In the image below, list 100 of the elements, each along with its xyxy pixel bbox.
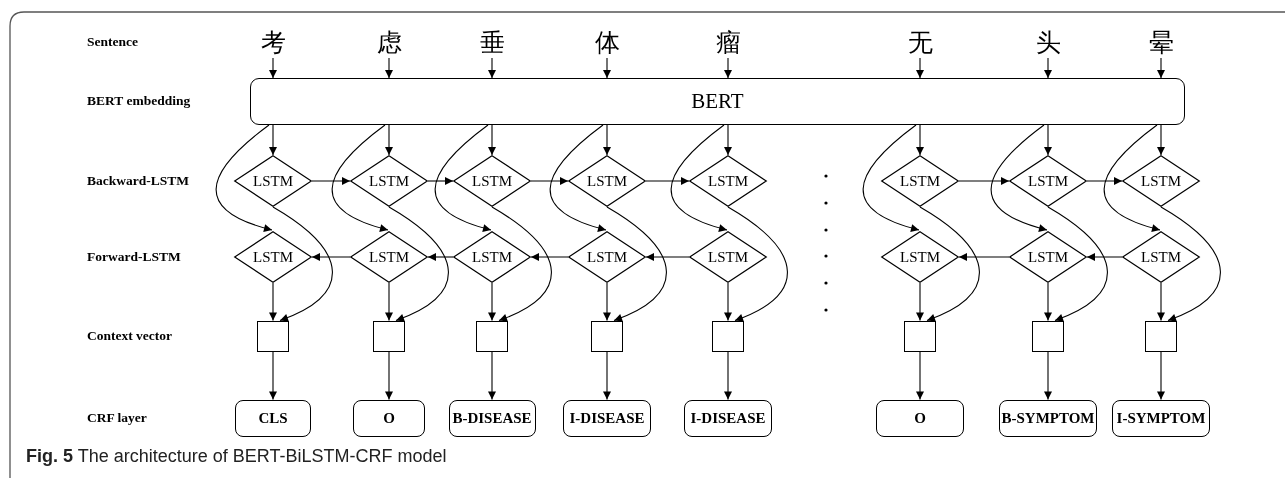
arrow xyxy=(645,253,690,261)
arrow xyxy=(603,282,611,322)
arrow xyxy=(862,124,920,232)
arrow xyxy=(603,57,611,79)
vector-box xyxy=(373,320,405,352)
arrow xyxy=(385,350,393,401)
lstm-diamond: LSTM xyxy=(350,231,428,283)
arrow xyxy=(491,206,552,322)
arrow xyxy=(311,177,351,185)
vector-box xyxy=(712,320,744,352)
arrow xyxy=(385,124,393,156)
arrow xyxy=(1047,206,1108,322)
arrow xyxy=(311,253,351,261)
tag-box: B-SYMPTOM xyxy=(999,399,1097,437)
arrow xyxy=(1157,282,1165,322)
arrow xyxy=(727,206,788,322)
arrow xyxy=(215,124,273,232)
vector-box xyxy=(591,320,623,352)
arrow xyxy=(724,350,732,401)
lstm-diamond: LSTM xyxy=(1009,231,1087,283)
tag-box: O xyxy=(353,399,425,437)
token-text: 体 xyxy=(592,26,622,58)
arrow xyxy=(919,206,980,322)
bert-box: BERT xyxy=(250,78,1185,125)
vector-box xyxy=(1032,320,1064,352)
arrow xyxy=(603,124,611,156)
arrow xyxy=(1157,350,1165,401)
arrow xyxy=(1157,57,1165,79)
row-label: Backward-LSTM xyxy=(87,173,189,189)
arrow xyxy=(272,206,333,322)
vector-box xyxy=(476,320,508,352)
lstm-diamond: LSTM xyxy=(689,155,767,207)
token-text: 虑 xyxy=(374,26,404,58)
arrow xyxy=(724,282,732,322)
arrow xyxy=(916,350,924,401)
arrow xyxy=(1103,124,1161,232)
row-label: Context vector xyxy=(87,328,173,344)
arrow xyxy=(385,282,393,322)
arrow xyxy=(269,57,277,79)
arrow xyxy=(606,206,667,322)
arrow xyxy=(1044,57,1052,79)
lstm-diamond: LSTM xyxy=(350,155,428,207)
lstm-diamond: LSTM xyxy=(234,231,312,283)
lstm-diamond: LSTM xyxy=(453,155,531,207)
arrow xyxy=(724,57,732,79)
arrow xyxy=(1044,350,1052,401)
arrow xyxy=(1086,253,1123,261)
arrow xyxy=(645,177,690,185)
tag-box: B-DISEASE xyxy=(448,399,536,437)
lstm-diamond: LSTM xyxy=(881,231,959,283)
arrow xyxy=(530,177,569,185)
arrow xyxy=(434,124,492,232)
arrow xyxy=(958,177,1010,185)
arrow xyxy=(724,124,732,156)
token-text: 考 xyxy=(258,26,288,58)
arrow xyxy=(427,253,454,261)
arrow xyxy=(958,253,1010,261)
arrow xyxy=(549,124,607,232)
arrow xyxy=(488,350,496,401)
row-label: BERT embedding xyxy=(87,93,191,109)
vector-box xyxy=(1145,320,1177,352)
arrow xyxy=(269,350,277,401)
arrow xyxy=(427,177,454,185)
tag-box: I-SYMPTOM xyxy=(1112,399,1210,437)
arrow xyxy=(916,282,924,322)
arrow xyxy=(1086,177,1123,185)
tag-box: I-DISEASE xyxy=(684,399,772,437)
arrow xyxy=(1160,206,1221,322)
token-text: 垂 xyxy=(477,26,507,58)
arrow xyxy=(916,57,924,79)
tag-box: I-DISEASE xyxy=(563,399,651,437)
token-text: 无 xyxy=(905,26,935,58)
token-text: 瘤 xyxy=(713,26,743,58)
lstm-diamond: LSTM xyxy=(568,231,646,283)
arrow xyxy=(269,282,277,322)
tag-box: CLS xyxy=(235,399,311,437)
arrow xyxy=(488,124,496,156)
arrow xyxy=(269,124,277,156)
arrow xyxy=(488,57,496,79)
arrow xyxy=(388,206,449,322)
arrow xyxy=(1044,282,1052,322)
arrow xyxy=(670,124,728,232)
arrow xyxy=(331,124,389,232)
lstm-diamond: LSTM xyxy=(1122,155,1200,207)
token-text: 头 xyxy=(1033,26,1063,58)
arrow xyxy=(488,282,496,322)
row-label: Forward-LSTM xyxy=(87,249,181,265)
lstm-diamond: LSTM xyxy=(453,231,531,283)
lstm-diamond: LSTM xyxy=(1122,231,1200,283)
row-label: Sentence xyxy=(87,34,138,50)
arrow xyxy=(385,57,393,79)
vector-box xyxy=(257,320,289,352)
arrow xyxy=(916,124,924,156)
tag-box: O xyxy=(876,399,964,437)
lstm-diamond: LSTM xyxy=(881,155,959,207)
caption: Fig. 5 The architecture of BERT-BiLSTM-CRF model xyxy=(26,446,447,467)
row-label: CRF layer xyxy=(87,410,147,426)
lstm-diamond: LSTM xyxy=(1009,155,1087,207)
arrow xyxy=(1044,124,1052,156)
arrow xyxy=(1157,124,1165,156)
